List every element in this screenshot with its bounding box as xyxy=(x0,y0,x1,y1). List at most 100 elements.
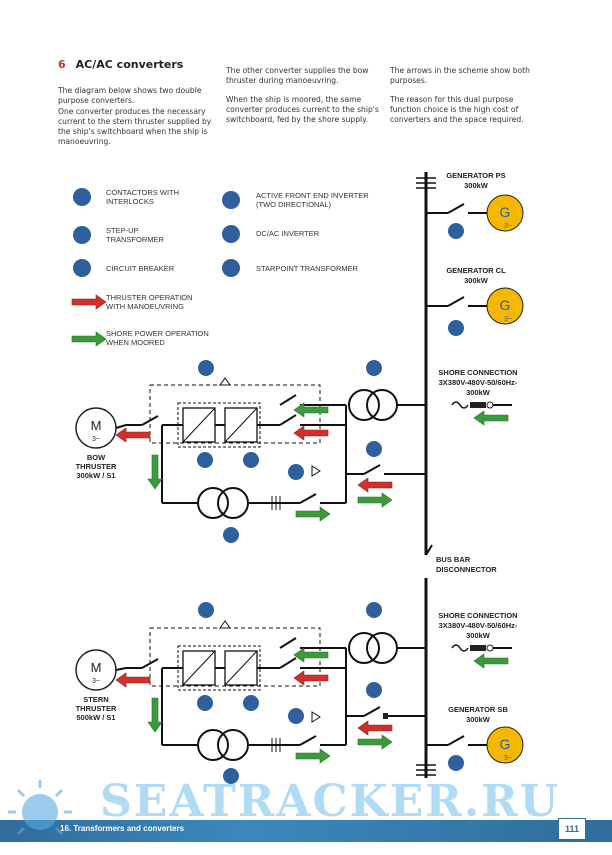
legend-label-contactors: CONTACTORS WITH xyxy=(106,188,179,197)
motor-symbol: M xyxy=(91,660,102,675)
legend-label-green-2: WHEN MOORED xyxy=(106,338,165,347)
marker-5 xyxy=(197,695,213,711)
generator-symbol: G xyxy=(500,204,511,220)
legend-label-starpoint: STARPOINT TRANSFORMER xyxy=(256,264,359,273)
bow-label: BOW xyxy=(87,453,106,462)
generator-cl: G 3~ GENERATOR CL 300kW xyxy=(426,266,524,336)
green-arrow xyxy=(147,697,163,733)
gen-sb-label: GENERATOR SB xyxy=(448,705,508,714)
shore1-kw: 300kW xyxy=(466,388,491,397)
legend: 1 CONTACTORS WITH INTERLOCKS 2 STEP-UP T… xyxy=(71,188,369,347)
legend-label-afe: ACTIVE FRONT END INVERTER xyxy=(256,191,369,200)
gen-sb-kw: 300kW xyxy=(466,715,491,724)
bow-converter xyxy=(126,360,426,543)
green-arrow xyxy=(357,734,393,750)
green-arrow xyxy=(473,410,509,426)
section-title: AC/AC converters xyxy=(75,58,184,71)
marker-1 xyxy=(288,464,304,480)
text-column-2: The other converter supplies the bow thr… xyxy=(226,66,380,133)
gen-cl-label: GENERATOR CL xyxy=(446,266,506,275)
sun-logo xyxy=(8,780,72,836)
busbar-label-2: DISCONNECTOR xyxy=(436,565,497,574)
legend-number-5: 5 xyxy=(229,232,233,239)
watermark: SEATRACKER.RU xyxy=(100,776,561,827)
shore1-voltage: 3X380V-480V-50/60Hz- xyxy=(439,378,518,387)
legend-label-red: THRUSTER OPERATION xyxy=(106,293,193,302)
marker-3 xyxy=(366,441,382,457)
legend-label-afe-2: (TWO DIRECTIONAL) xyxy=(256,200,331,209)
stern-label: STERN xyxy=(83,695,108,704)
marker-4 xyxy=(243,695,259,711)
legend-number-2: 2 xyxy=(80,233,84,240)
marker-6 xyxy=(223,527,239,543)
footer-bar xyxy=(0,820,612,842)
bow-label-2: THRUSTER xyxy=(76,462,117,471)
stern-label-3: 500kW / S1 xyxy=(76,713,115,722)
legend-number-4: 4 xyxy=(229,198,233,205)
motor-symbol: M xyxy=(91,418,102,433)
marker-3 xyxy=(448,755,464,771)
red-arrow xyxy=(293,670,329,686)
red-arrow xyxy=(293,425,329,441)
generator-phase: 3~ xyxy=(504,316,512,323)
marker-6 xyxy=(223,768,239,784)
stern-label-2: THRUSTER xyxy=(76,704,117,713)
shore1-label: SHORE CONNECTION xyxy=(438,368,517,377)
shore2-label: SHORE CONNECTION xyxy=(438,611,517,620)
legend-marker-6 xyxy=(222,259,240,277)
stern-converter xyxy=(126,602,426,784)
marker-1 xyxy=(198,602,214,618)
shore-connection-2: SHORE CONNECTION 3X380V-480V-50/60Hz- 30… xyxy=(438,611,518,669)
green-arrow xyxy=(295,506,331,522)
green-arrow xyxy=(357,492,393,508)
legend-marker-5 xyxy=(222,225,240,243)
legend-label-contactors-2: INTERLOCKS xyxy=(106,197,154,206)
paragraph: The reason for this dual purpose functio… xyxy=(390,94,524,125)
green-arrow xyxy=(473,653,509,669)
marker-1 xyxy=(198,360,214,376)
shore-connection-1: SHORE CONNECTION 3X380V-480V-50/60Hz- 30… xyxy=(438,368,518,426)
text-column-1: The diagram below shows two double purpo… xyxy=(58,86,218,156)
footer-text: 16. Transformers and converters xyxy=(60,824,185,833)
page-number: 111 xyxy=(558,818,586,840)
generator-symbol: G xyxy=(500,736,511,752)
legend-number-6: 6 xyxy=(229,266,233,273)
shore2-kw: 300kW xyxy=(466,631,491,640)
generator-phase: 3~ xyxy=(504,755,512,762)
marker-4 xyxy=(243,452,259,468)
motor-phase: 3~ xyxy=(92,678,100,685)
legend-label-green: SHORE POWER OPERATION xyxy=(106,329,209,338)
marker-2 xyxy=(366,360,382,376)
marker-3 xyxy=(366,682,382,698)
legend-label-breaker: CIRCUIT BREAKER xyxy=(106,264,175,273)
legend-number-1: 1 xyxy=(80,195,84,202)
shore2-voltage: 3X380V-480V-50/60Hz- xyxy=(439,621,518,630)
red-arrow xyxy=(115,672,151,688)
legend-red-arrow xyxy=(71,294,107,310)
legend-label-stepup: STEP-UP xyxy=(106,226,139,235)
legend-green-arrow xyxy=(71,331,107,347)
section-number: 6 xyxy=(58,58,66,71)
gen-ps-label: GENERATOR PS xyxy=(446,171,505,180)
paragraph: When the ship is moored, the same conver… xyxy=(226,94,379,125)
marker-2 xyxy=(366,602,382,618)
bow-thruster-motor: M 3~ BOW THRUSTER 300kW / S1 xyxy=(75,407,127,480)
legend-label-red-2: WITH MANOEUVRING xyxy=(106,302,184,311)
red-arrow xyxy=(357,477,393,493)
gen-cl-kw: 300kW xyxy=(464,276,489,285)
marker-3 xyxy=(448,320,464,336)
stern-thruster-motor: M 3~ STERN THRUSTER 500kW / S1 xyxy=(75,649,127,722)
red-arrow xyxy=(115,427,151,443)
gen-ps-kw: 300kW xyxy=(464,181,489,190)
section-heading: 6 AC/AC converters xyxy=(58,58,183,71)
generator-ps: G 3~ GENERATOR PS 300kW xyxy=(426,171,524,239)
legend-marker-1 xyxy=(73,188,91,206)
legend-marker-3 xyxy=(73,259,91,277)
paragraph: The arrows in the scheme show both purpo… xyxy=(390,66,530,86)
generator-symbol: G xyxy=(500,297,511,313)
paragraph: The other converter supplies the bow thr… xyxy=(226,66,369,86)
green-arrow xyxy=(293,647,329,663)
bow-label-3: 300kW / S1 xyxy=(76,471,115,480)
